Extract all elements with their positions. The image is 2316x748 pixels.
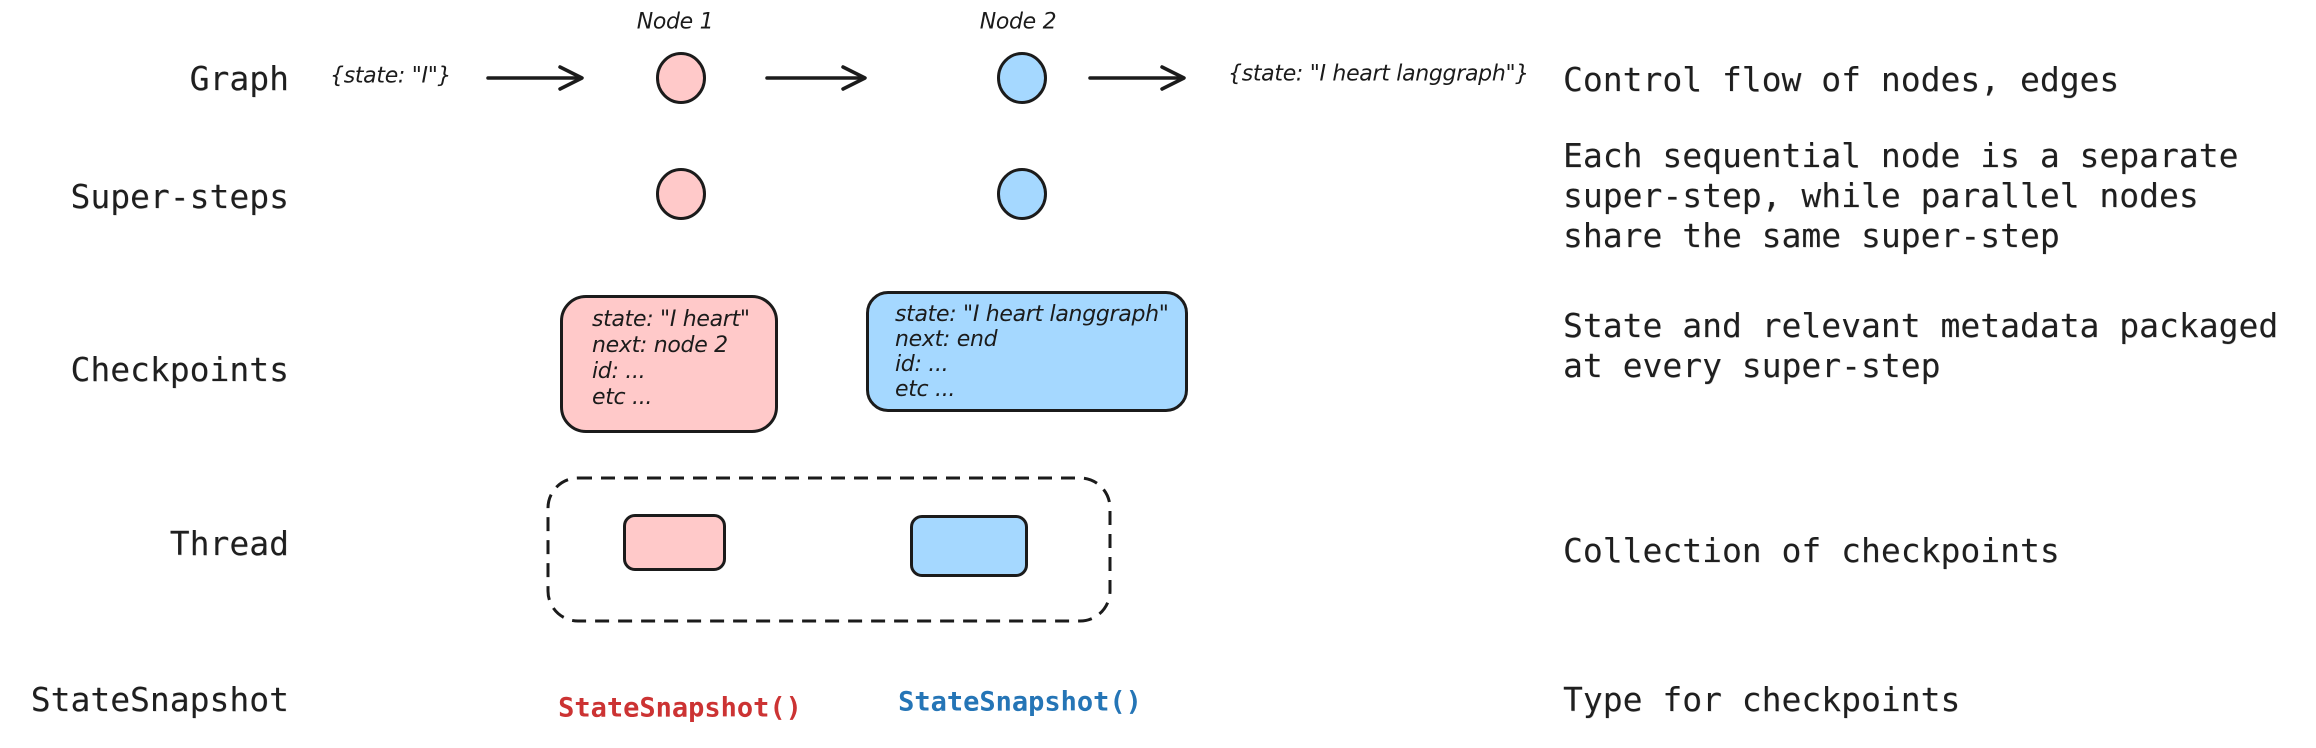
edge-arrow-2 xyxy=(765,65,867,91)
description-statesnapshot: Type for checkpoints xyxy=(1563,680,1960,720)
checkpoint-card-node2: state: "I heart langgraph" next: end id:… xyxy=(866,291,1188,412)
description-line: Collection of checkpoints xyxy=(1563,531,2060,570)
checkpoint-line: state: "I heart" xyxy=(592,307,750,332)
checkpoint-line: next: end xyxy=(895,327,998,352)
description-line: Control flow of nodes, edges xyxy=(1563,60,2120,99)
edge-arrow-3 xyxy=(1088,65,1186,91)
checkpoint-line: etc ... xyxy=(895,377,956,402)
description-thread: Collection of checkpoints xyxy=(1563,531,2060,571)
description-graph: Control flow of nodes, edges xyxy=(1563,60,2119,100)
row-label-checkpoints: Checkpoints xyxy=(70,350,289,389)
description-line: share the same super-step xyxy=(1563,216,2060,255)
statesnapshot-code-pink: StateSnapshot() xyxy=(558,692,802,724)
description-line: State and relevant metadata packaged xyxy=(1563,306,2279,345)
checkpoint-line: etc ... xyxy=(592,385,653,410)
thread-checkpoint-blue xyxy=(910,515,1028,577)
checkpoint-line: id: ... xyxy=(592,359,646,384)
node1-label: Node 1 xyxy=(636,9,714,35)
row-label-statesnapshot: StateSnapshot xyxy=(30,680,289,719)
statesnapshot-code-blue: StateSnapshot() xyxy=(898,686,1142,718)
superstep2-circle xyxy=(997,168,1047,220)
node2-label: Node 2 xyxy=(979,9,1057,35)
node2-circle xyxy=(997,52,1047,104)
checkpoint-line: next: node 2 xyxy=(592,333,728,358)
input-state-text: {state: "I"} xyxy=(330,63,452,89)
description-line: Type for checkpoints xyxy=(1563,680,1961,719)
output-state-text: {state: "I heart langgraph"} xyxy=(1228,61,1529,87)
node1-circle xyxy=(656,52,706,104)
superstep1-circle xyxy=(656,168,706,220)
thread-checkpoint-pink xyxy=(623,514,726,571)
row-label-thread: Thread xyxy=(169,524,289,563)
description-line: Each sequential node is a separate xyxy=(1563,136,2239,175)
description-checkpoints: State and relevant metadata packaged at … xyxy=(1563,306,2278,386)
checkpoint-card-node1: state: "I heart" next: node 2 id: ... et… xyxy=(560,295,778,433)
description-line: super-step, while parallel nodes xyxy=(1563,176,2199,215)
description-line: at every super-step xyxy=(1563,346,1941,385)
row-label-graph: Graph xyxy=(189,59,289,98)
checkpoint-line: id: ... xyxy=(895,352,949,377)
row-label-super-steps: Super-steps xyxy=(70,177,289,216)
description-super-steps: Each sequential node is a separate super… xyxy=(1563,136,2239,256)
checkpoint-line: state: "I heart langgraph" xyxy=(895,302,1169,327)
edge-arrow-1 xyxy=(486,65,584,91)
